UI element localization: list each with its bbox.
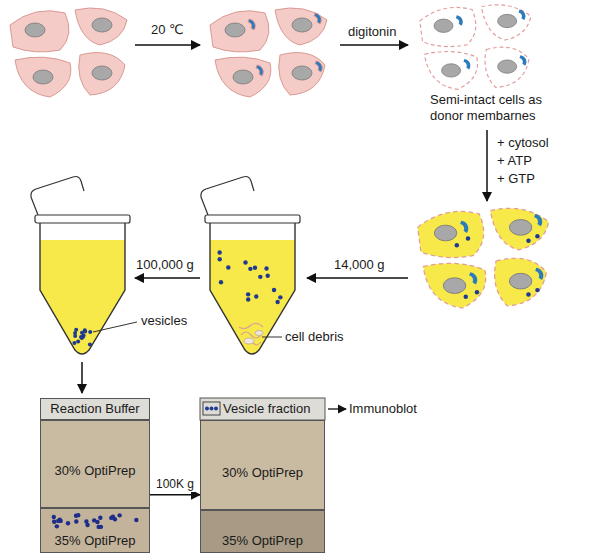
vesicle-dot [248, 267, 252, 271]
vesicle-dot [258, 275, 262, 279]
annotation-label: Immunoblot [349, 401, 417, 417]
gradient-band: 35% OptiPrep [200, 510, 325, 553]
gradient-band: 30% OptiPrep [200, 420, 325, 510]
vesicle-dot [76, 340, 80, 344]
vesicle-dot [217, 250, 221, 254]
edge-label: 100K g [155, 478, 195, 492]
annotation-label: + GTP [497, 171, 535, 187]
annotation-label: 14,000 g [334, 257, 385, 273]
vesicle-dot [83, 330, 87, 334]
gradient-band: Reaction Buffer [40, 398, 150, 420]
vesicle-dot [246, 292, 250, 296]
cells-20c [210, 8, 327, 97]
vesicle-dot [266, 274, 270, 278]
vesicle-dot [81, 335, 85, 339]
vesicle-dot [218, 257, 222, 261]
vesicle-dot [226, 265, 230, 269]
band-label: 35% OptiPrep [222, 534, 303, 549]
vesicle-dot [243, 260, 247, 264]
vesicle-dot [85, 523, 89, 527]
cells-reaction [418, 208, 549, 308]
vesicle-dot [74, 328, 78, 332]
vesicle-dot [117, 513, 121, 517]
band-label: 30% OptiPrep [55, 464, 136, 479]
cells-semi-intact [420, 5, 531, 90]
gradient-top-band [200, 398, 325, 420]
annotation-label: vesicles [141, 313, 187, 329]
vesicle-dot [253, 265, 257, 269]
vesicle-dot [275, 300, 279, 304]
step-arrow [328, 408, 346, 409]
vesicle-dot [66, 521, 70, 525]
vesicle-dots [205, 407, 218, 411]
vesicle-dot [56, 519, 60, 523]
cells-intact [10, 8, 127, 97]
vesicle-dot [264, 266, 268, 270]
fraction-bracket [203, 402, 220, 415]
vesicle-dot [98, 516, 102, 520]
vesicle-dot [113, 517, 117, 521]
vesicle-dot [72, 341, 76, 345]
vesicle-dot [52, 515, 56, 519]
vesicle-dot [88, 330, 92, 334]
vesicle-dots [41, 511, 149, 531]
annotation-label: cell debris [285, 329, 344, 345]
band-label: Reaction Buffer [50, 402, 139, 417]
step-arrow [135, 277, 200, 279]
vesicle-dot [219, 280, 223, 284]
vesicle-dot [73, 334, 77, 338]
annotation-label: digitonin [348, 24, 396, 40]
gradient-band: 35% OptiPrep [40, 508, 150, 553]
step-arrow [340, 44, 408, 46]
tube-high-speed [31, 177, 130, 371]
vesicle-dot [52, 519, 56, 523]
annotation-label: + cytosol [497, 135, 549, 151]
vesicle-dot [74, 519, 78, 523]
leader-line [262, 337, 282, 338]
annotation-label: Semi-intact cells as donor membarnes [430, 92, 570, 123]
vesicle-dot [92, 518, 96, 522]
vesicle-dot [55, 524, 59, 528]
vesicle-dot [278, 295, 282, 299]
vesicle-dot [99, 525, 103, 529]
vesicle-dot [272, 288, 276, 292]
vesicle-dot [134, 518, 138, 522]
step-arrow [135, 44, 200, 46]
vesicle-dot [246, 297, 250, 301]
gradient-band: 30% OptiPrep [40, 420, 150, 508]
annotation-label: Vesicle fraction [223, 401, 310, 417]
annotation-label: 20 ℃ [151, 22, 184, 38]
vesicle-dot [74, 513, 78, 517]
annotation-label: 100,000 g [136, 257, 194, 273]
band-label: 35% OptiPrep [55, 534, 136, 549]
leader-line [93, 322, 137, 332]
vesicle-dot [254, 294, 258, 298]
step-arrow [486, 130, 488, 201]
step-arrow [307, 277, 408, 279]
centrifuge-arrow [150, 494, 200, 496]
band-label: 30% OptiPrep [222, 466, 303, 481]
annotation-label: + ATP [497, 153, 532, 169]
step-arrow [81, 362, 83, 393]
